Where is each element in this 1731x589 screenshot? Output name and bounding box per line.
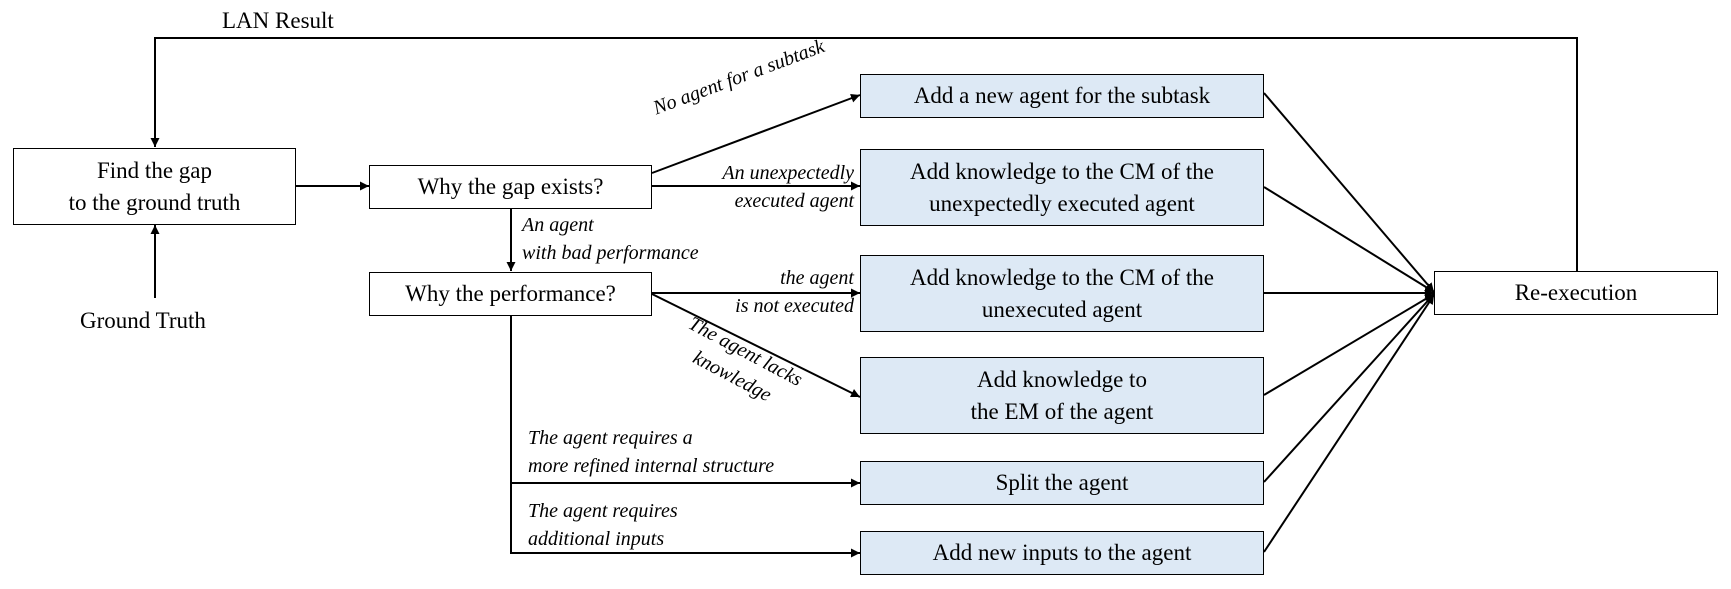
ground-truth-label: Ground Truth	[80, 308, 206, 333]
arrow-to-reexec-6	[1263, 294, 1435, 553]
split-agent-box: Split the agent	[860, 461, 1264, 505]
add-inputs-label: Add new inputs to the agent	[932, 540, 1192, 565]
split-agent-label: Split the agent	[995, 470, 1129, 495]
label-refined-structure: The agent requires a more refined intern…	[528, 427, 775, 477]
why-performance-box: Why the performance?	[369, 272, 652, 316]
arrow-to-reexec-2	[1263, 186, 1435, 293]
add-em-label: Add knowledge to the EM of the agent	[970, 366, 1154, 424]
why-gap-box: Why the gap exists?	[369, 165, 652, 209]
add-cm-unexecuted-label: Add knowledge to the CM of the unexecute…	[909, 264, 1215, 322]
label-unexpectedly: An unexpectedly executed agent	[722, 162, 854, 212]
label-not-executed: the agent is not executed	[735, 267, 854, 317]
arrow-feedback-loop	[150, 37, 1578, 272]
re-execution-box: Re-execution	[1434, 271, 1718, 315]
label-bad-performance: An agent with bad performance	[522, 214, 699, 264]
why-performance-label: Why the performance?	[405, 281, 616, 306]
add-cm-unexecuted-box: Add knowledge to the CM of the unexecute…	[860, 255, 1264, 332]
add-inputs-box: Add new inputs to the agent	[860, 531, 1264, 575]
add-new-agent-box: Add a new agent for the subtask	[860, 74, 1264, 118]
label-additional-inputs: The agent requires additional inputs	[528, 500, 678, 550]
arrow-lacks-knowledge	[651, 293, 861, 398]
add-em-box: Add knowledge to the EM of the agent	[860, 357, 1264, 434]
find-gap-box: Find the gap to the ground truth	[13, 148, 296, 225]
arrow-additional-inputs	[510, 483, 860, 558]
add-cm-unexpected-box: Add knowledge to the CM of the unexpecte…	[860, 149, 1264, 226]
arrow-to-reexec-1	[1263, 92, 1435, 293]
lan-result-label: LAN Result	[222, 8, 334, 33]
arrow-to-reexec-4	[1263, 293, 1435, 396]
find-gap-label: Find the gap to the ground truth	[68, 157, 241, 215]
why-gap-label: Why the gap exists?	[417, 174, 604, 199]
add-cm-unexpected-label: Add knowledge to the CM of the unexpecte…	[909, 158, 1215, 216]
re-execution-label: Re-execution	[1514, 280, 1638, 305]
add-new-agent-label: Add a new agent for the subtask	[913, 83, 1211, 108]
arrow-no-agent	[651, 93, 861, 174]
arrow-to-reexec-5	[1263, 293, 1435, 483]
